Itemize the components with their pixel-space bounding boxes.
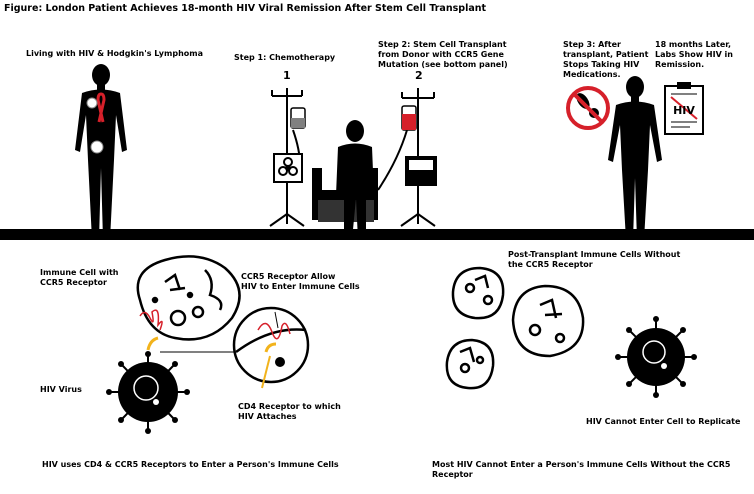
left-caption: HIV uses CD4 & CCR5 Receptors to Enter a… [42,460,339,469]
pointer-arrow-ccr5 [274,311,279,329]
hiv-virus-icon [106,351,190,434]
receptor-zoom-magnifier [160,306,310,384]
infusion-monitor-icon [405,156,437,186]
step3-label: Step 3: After transplant, Patient Stops … [563,40,649,79]
cd4-receptor-hook [146,336,159,351]
hiv-virus-blocked-icon [615,316,697,398]
remission-label: 18 months Later, Labs Show HIV in Remiss… [655,40,733,69]
iv-bag-icon [290,107,306,129]
cd4-receptor-label: CD4 Receptor to which HIV Attaches [238,402,341,421]
hiv-virus-label: HIV Virus [40,385,82,394]
blood-bag-icon [401,105,417,131]
step1-number: 1 [283,69,291,82]
lymph-node-icon [90,140,104,154]
right-caption: Most HIV Cannot Enter a Person's Immune … [432,460,731,479]
ccr5-receptor-squiggle [139,309,163,331]
patient-label: Living with HIV & Hodgkin's Lymphoma [26,49,204,58]
step1-label: Step 1: Chemotherapy [234,53,336,62]
awareness-ribbon-icon [96,92,106,123]
biohazard-icon [273,153,303,183]
immune-cell-no-ccr5 [451,266,505,320]
step2-number: 2 [415,69,423,82]
ccr5-receptor-label: CCR5 Receptor Allow HIV to Enter Immune … [241,272,360,291]
patient-figure-right [608,76,662,240]
step2-label: Step 2: Stem Cell Transplant from Donor … [378,40,508,69]
cannot-enter-label: HIV Cannot Enter Cell to Replicate [586,417,741,426]
lymph-node-icon [86,97,98,109]
ground-line [0,229,754,240]
no-pills-icon [566,86,610,130]
immune-cell-label: Immune Cell with CCR5 Receptor [40,268,119,287]
clipboard-hiv-text: HIV [673,104,695,117]
post-transplant-label: Post-Transplant Immune Cells Without the… [508,250,681,269]
immune-cell-with-ccr5 [136,255,241,341]
seated-patient-figure [336,120,374,240]
figure-title: Figure: London Patient Achieves 18-month… [4,3,487,14]
clipboard-icon: HIV [664,82,704,135]
patient-figure-left [75,64,127,240]
immune-cell-no-ccr5 [445,338,495,390]
pointer-arrow-cd4 [261,355,271,389]
immune-cell-no-ccr5 [511,284,585,358]
